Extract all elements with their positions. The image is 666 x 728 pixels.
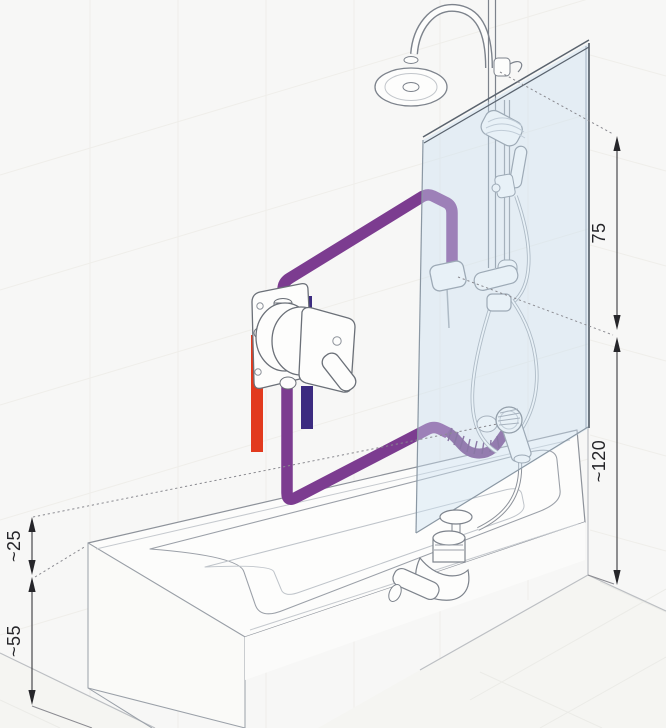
flange-screw [254, 368, 262, 376]
leader-lines [32, 71, 614, 578]
leader-lines-solid [31, 574, 615, 728]
glass-left-edge [415, 139, 424, 534]
bathtub-left-face [87, 542, 246, 728]
filler-cylinder-base [513, 454, 531, 464]
leader-120-bottom [587, 574, 615, 585]
floor [0, 428, 666, 728]
arrow-down [613, 570, 621, 585]
leader-75-top [499, 71, 614, 135]
dimension-annotations: 75 ~120 ~25 ~55 [4, 71, 621, 728]
overflow-filler-group [476, 406, 532, 531]
outlet-elbow-body [429, 260, 467, 292]
popup-knob [439, 509, 473, 525]
bracket-hook [509, 60, 523, 73]
dimension-left-55: ~55 [4, 577, 36, 705]
arrow-up [28, 517, 36, 532]
trap-standpipe-top [432, 530, 466, 546]
arrow-up [28, 577, 36, 592]
shower-hose-right [511, 299, 538, 431]
rain-head-face-ring [384, 73, 438, 101]
arrow-down [28, 560, 36, 575]
hand-shower-face-ribs [484, 117, 526, 139]
hand-shower-hose [511, 195, 530, 304]
riser-wall-bracket [493, 57, 511, 77]
glass-top-edge-outer [422, 39, 590, 138]
leader-25-top [32, 423, 498, 518]
arrow-down [613, 315, 621, 330]
shower-arm [411, 5, 492, 69]
supply-pipes [251, 189, 510, 505]
shower-hose-left [471, 301, 498, 453]
glass-pane [416, 43, 589, 533]
dim-label-75: 75 [589, 222, 609, 243]
bathtub-bowl-bottom [204, 488, 525, 595]
wall-outlet-elbow [429, 260, 467, 329]
dimension-right-120: ~120 [589, 337, 621, 585]
floor-right-area [318, 575, 666, 728]
bathtub-front-apron [245, 522, 585, 680]
bathtub-foot-edge [87, 687, 153, 728]
dim-label-25: ~25 [4, 530, 24, 562]
floor-tiles [0, 581, 666, 728]
mixer-bottom-port [279, 376, 297, 390]
dimension-right-75: 75 [589, 136, 621, 330]
concealed-mixer [251, 282, 357, 393]
shower-rail-group [470, 100, 539, 454]
trap-outlet-pipe [392, 567, 440, 601]
dim-label-120: ~120 [589, 440, 609, 483]
outlet-drop-line [446, 287, 450, 329]
trap-outlet-mouth [388, 583, 402, 603]
drain-trap [388, 509, 473, 603]
glass-top-edge-inner [423, 46, 590, 144]
head-stem-nut [403, 56, 419, 64]
mixer-lever-handle [321, 352, 357, 392]
rain-head-hub [402, 82, 420, 92]
filler-ribs [497, 408, 521, 426]
mixed-water-pipe-lower [281, 385, 451, 505]
mixed-water-pipe-upper [277, 189, 458, 318]
bathtub [87, 429, 586, 728]
flex-corrugation [447, 427, 500, 455]
leader-55-bottom [31, 705, 93, 728]
arrow-up [613, 337, 621, 352]
dim-label-55: ~55 [4, 625, 24, 657]
dimension-left-25: ~25 [4, 517, 36, 575]
slider-knob [491, 183, 501, 193]
flange-screw [256, 302, 264, 310]
filler-hose [477, 461, 522, 530]
diverter-bracket [486, 293, 512, 312]
rim-detail-far [95, 439, 571, 550]
arrow-up [613, 136, 621, 151]
arrow-down [28, 690, 36, 705]
trap-collar-ribs [434, 544, 464, 551]
diverter-fitting [473, 265, 519, 291]
glass-screen [415, 39, 590, 534]
plate-button [332, 336, 342, 346]
